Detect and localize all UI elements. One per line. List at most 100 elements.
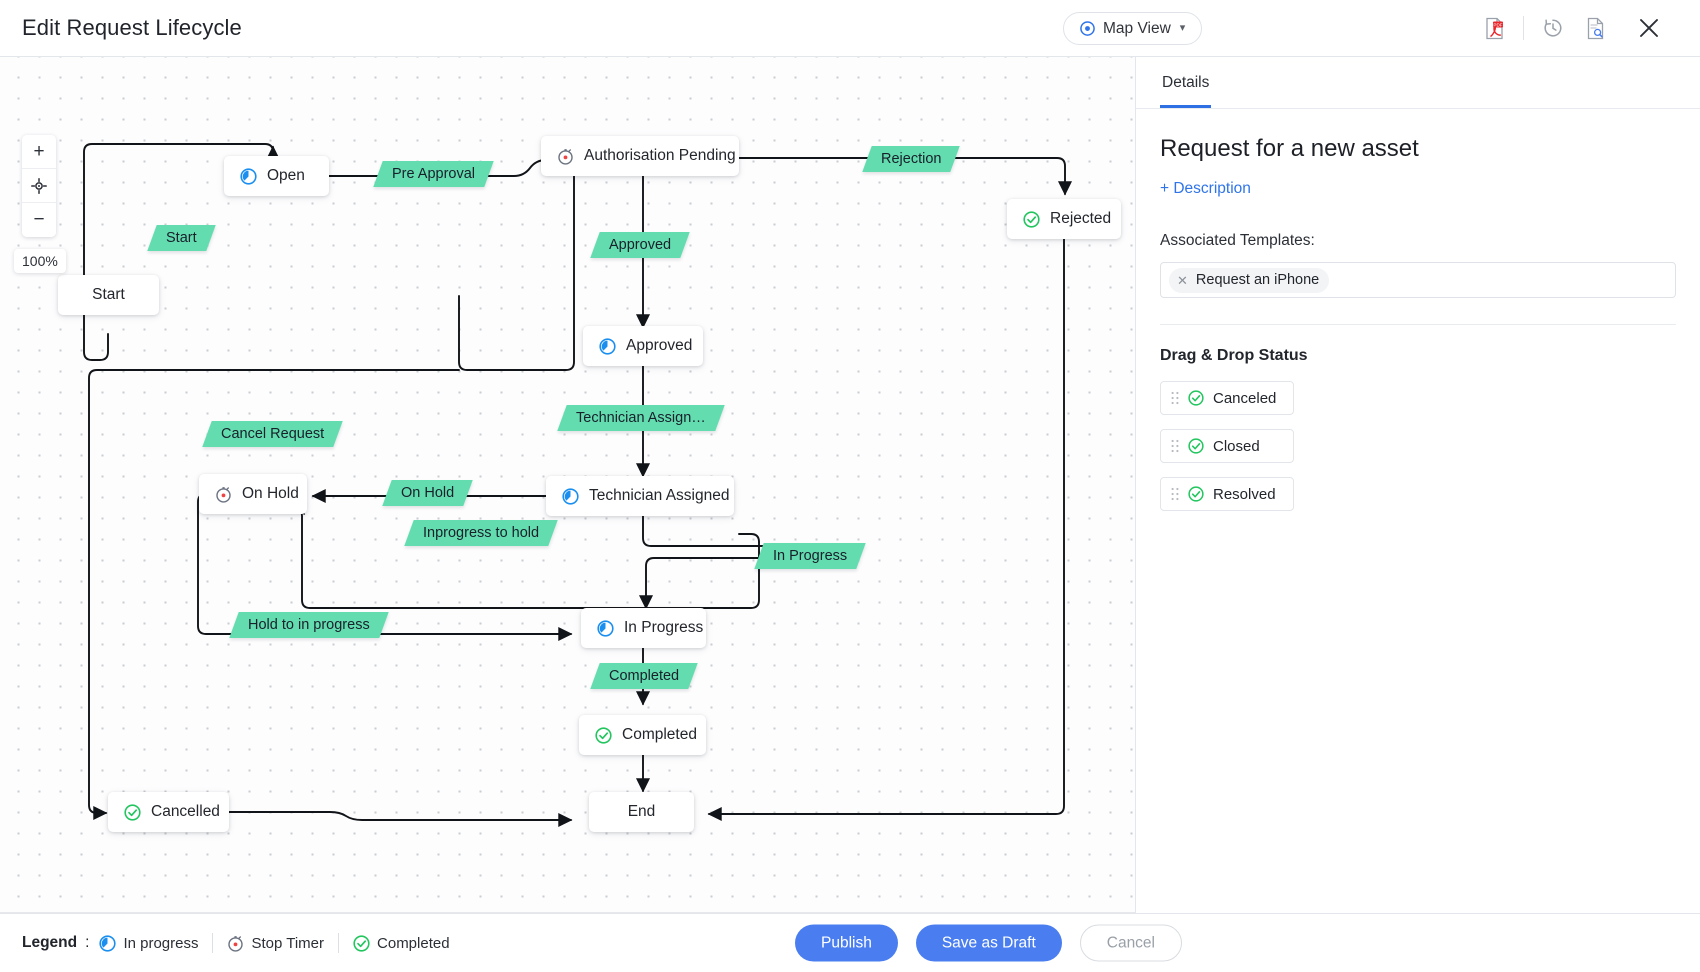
stop-timer-icon xyxy=(558,147,573,165)
zoom-out-button[interactable]: − xyxy=(22,203,56,237)
zoom-reset-button[interactable] xyxy=(22,169,56,203)
zoom-controls: + − xyxy=(22,135,56,237)
legend-separator xyxy=(338,933,340,953)
edge-label-techassignlbl[interactable]: Technician Assign… xyxy=(557,405,725,431)
tab-details[interactable]: Details xyxy=(1160,57,1212,108)
legend-item-stoptimer: Stop Timer xyxy=(213,935,338,952)
node-label: In Progress xyxy=(624,619,704,636)
svg-text:PDF: PDF xyxy=(1493,22,1502,27)
page-title: Edit Request Lifecycle xyxy=(22,15,242,40)
target-icon xyxy=(31,177,47,194)
node-open[interactable]: Open xyxy=(224,156,329,196)
completed-icon xyxy=(1188,486,1204,502)
publish-button[interactable]: Publish xyxy=(795,924,898,962)
stop-timer-icon xyxy=(228,934,244,952)
document-search-icon[interactable] xyxy=(1574,8,1616,48)
node-label: Open xyxy=(267,167,305,184)
edge-label-approvedlbl[interactable]: Approved xyxy=(590,232,690,258)
completed-icon xyxy=(1023,210,1040,228)
cancel-button[interactable]: Cancel xyxy=(1079,924,1182,962)
edge-label-text: Hold to in progress xyxy=(248,617,370,633)
canvas-bottom-border xyxy=(0,912,1135,913)
completed-icon xyxy=(1188,438,1204,454)
drag-status-item[interactable]: Resolved xyxy=(1160,477,1294,511)
edge-label-text: Rejection xyxy=(881,151,942,167)
map-view-label: Map View xyxy=(1103,19,1171,37)
legend-items: In progress Stop Timer Completed xyxy=(99,933,463,953)
node-label: Cancelled xyxy=(151,803,220,820)
details-tabs: Details xyxy=(1136,57,1700,109)
node-completed[interactable]: Completed xyxy=(579,715,706,755)
chevron-down-icon: ▾ xyxy=(1179,22,1186,34)
edge-label-text: Technician Assign… xyxy=(576,410,706,426)
details-body: Request for a new asset + Description As… xyxy=(1136,109,1700,511)
close-icon[interactable] xyxy=(1626,6,1672,50)
node-onhold[interactable]: On Hold xyxy=(199,474,307,514)
edge-label-completedlbl[interactable]: Completed xyxy=(590,663,698,689)
edge-label-rejection[interactable]: Rejection xyxy=(862,146,961,172)
edge-label-start-l[interactable]: Start xyxy=(147,225,216,251)
drag-status-label: Canceled xyxy=(1213,389,1277,407)
save-as-draft-button[interactable]: Save as Draft xyxy=(915,924,1062,962)
drag-status-item[interactable]: Canceled xyxy=(1160,381,1294,415)
node-auth[interactable]: Authorisation Pending xyxy=(541,136,739,176)
node-label: Approved xyxy=(626,337,693,354)
legend-item-completed: Completed xyxy=(339,935,464,952)
edge-label-cancelreq[interactable]: Cancel Request xyxy=(202,421,343,447)
edge-label-text: In Progress xyxy=(773,548,848,564)
add-description-link[interactable]: + Description xyxy=(1160,180,1251,197)
edge-label-inprogresshold[interactable]: Inprogress to hold xyxy=(404,520,558,546)
legend-title: Legend xyxy=(22,934,78,951)
drag-handle-icon[interactable] xyxy=(1171,439,1179,453)
details-divider xyxy=(1160,324,1676,325)
node-rejected[interactable]: Rejected xyxy=(1007,199,1121,239)
legend-colon: : xyxy=(85,934,90,951)
map-view-dropdown[interactable]: Map View ▾ xyxy=(1063,12,1203,45)
drag-status-item[interactable]: Closed xyxy=(1160,429,1294,463)
node-inprogress[interactable]: In Progress xyxy=(581,608,706,648)
node-label: End xyxy=(627,803,656,820)
request-title: Request for a new asset xyxy=(1160,135,1419,162)
associated-templates-label: Associated Templates: xyxy=(1160,232,1315,249)
associated-templates-field[interactable]: ✕ Request an iPhone xyxy=(1160,262,1676,298)
edge-label-preapproval[interactable]: Pre Approval xyxy=(373,161,494,187)
history-icon[interactable] xyxy=(1532,8,1574,48)
drag-handle-icon[interactable] xyxy=(1171,391,1179,405)
drag-handle-icon[interactable] xyxy=(1171,487,1179,501)
node-label: Completed xyxy=(622,726,697,743)
in-progress-icon xyxy=(240,167,257,185)
node-approved[interactable]: Approved xyxy=(583,326,703,366)
edge-label-holdtoinprog[interactable]: Hold to in progress xyxy=(229,612,389,638)
edge-label-text: Approved xyxy=(609,237,672,253)
node-start[interactable]: Start xyxy=(58,275,159,315)
in-progress-icon xyxy=(99,934,117,952)
legend-item-label: Completed xyxy=(377,934,450,952)
pdf-export-icon[interactable]: PDF xyxy=(1473,8,1515,48)
page-header: Edit Request Lifecycle Map View ▾ PDF xyxy=(0,0,1700,57)
eye-icon xyxy=(1080,21,1095,36)
node-label: On Hold xyxy=(242,485,299,502)
edge-label-inprogresslbl[interactable]: In Progress xyxy=(754,543,866,569)
node-label: Authorisation Pending xyxy=(584,147,736,164)
node-end[interactable]: End xyxy=(589,792,694,832)
edge-label-onholdlbl[interactable]: On Hold xyxy=(382,480,473,506)
legend-item-inprogress: In progress xyxy=(99,935,212,952)
footer-actions: Publish Save as Draft Cancel xyxy=(795,924,1182,962)
edge-label-text: Start xyxy=(166,230,197,246)
remove-chip-icon[interactable]: ✕ xyxy=(1177,272,1188,288)
node-cancelled[interactable]: Cancelled xyxy=(108,792,229,832)
legend-item-label: In progress xyxy=(123,934,199,952)
zoom-in-button[interactable]: + xyxy=(22,135,56,169)
node-techassigned[interactable]: Technician Assigned xyxy=(546,476,734,516)
template-chip[interactable]: ✕ Request an iPhone xyxy=(1169,267,1330,293)
header-divider xyxy=(1523,16,1524,40)
node-label: Rejected xyxy=(1050,210,1112,227)
edge-label-text: Completed xyxy=(609,668,680,684)
header-actions: PDF xyxy=(1473,6,1678,50)
legend-item-label: Stop Timer xyxy=(251,934,325,952)
template-chip-label: Request an iPhone xyxy=(1195,272,1320,288)
